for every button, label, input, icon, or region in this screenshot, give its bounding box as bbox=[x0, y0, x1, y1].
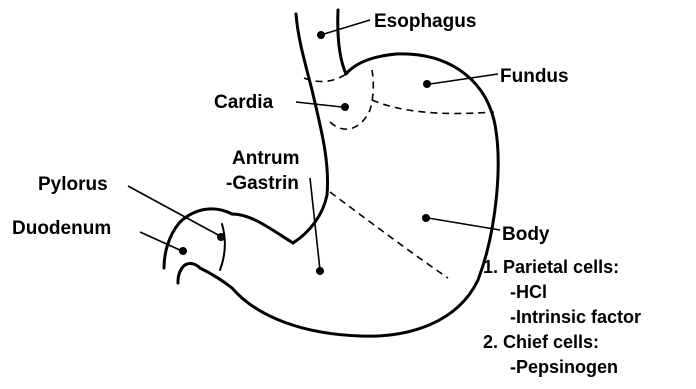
duodenum-inner-wall bbox=[178, 264, 200, 284]
cardia-dot bbox=[341, 103, 349, 111]
duodenum-dot bbox=[179, 247, 187, 255]
fundus-dot bbox=[423, 80, 431, 88]
esophagus-leader bbox=[324, 20, 370, 34]
body-list-item: -Intrinsic factor bbox=[510, 307, 641, 327]
body-dot bbox=[422, 214, 430, 222]
label-pylorus: Pylorus bbox=[38, 174, 108, 195]
body-list-item: -Pepsinogen bbox=[510, 357, 618, 377]
duodenum-leader bbox=[140, 232, 182, 251]
label-cardia: Cardia bbox=[214, 92, 274, 113]
pylorus-dot bbox=[217, 233, 225, 241]
fundus-leader bbox=[430, 74, 498, 84]
lesser-curvature bbox=[293, 14, 328, 243]
antrum-leader bbox=[310, 178, 320, 270]
label-gastrin: -Gastrin bbox=[226, 173, 299, 194]
esophagus-dot bbox=[317, 31, 325, 39]
body-list-item: -HCl bbox=[510, 282, 547, 302]
label-duodenum: Duodenum bbox=[12, 218, 111, 239]
label-antrum: Antrum bbox=[232, 148, 300, 169]
label-fundus: Fundus bbox=[500, 66, 569, 87]
antrum-left-wall bbox=[232, 214, 293, 243]
antrum-boundary bbox=[330, 192, 448, 278]
stomach-outline bbox=[164, 10, 498, 336]
body-list-item: 2. Chief cells: bbox=[483, 332, 599, 352]
fundus-boundary bbox=[372, 100, 494, 114]
pylorus-ring bbox=[220, 224, 225, 270]
body-list-item: 1. Parietal cells: bbox=[483, 257, 619, 277]
antrum-dot bbox=[316, 267, 324, 275]
cardia-leader bbox=[296, 102, 342, 107]
body-leader bbox=[428, 218, 500, 230]
label-esophagus: Esophagus bbox=[374, 11, 476, 32]
region-boundaries bbox=[304, 70, 494, 278]
leaders bbox=[128, 20, 500, 275]
cardia-boundary bbox=[330, 70, 373, 129]
label-body: Body bbox=[502, 224, 550, 245]
